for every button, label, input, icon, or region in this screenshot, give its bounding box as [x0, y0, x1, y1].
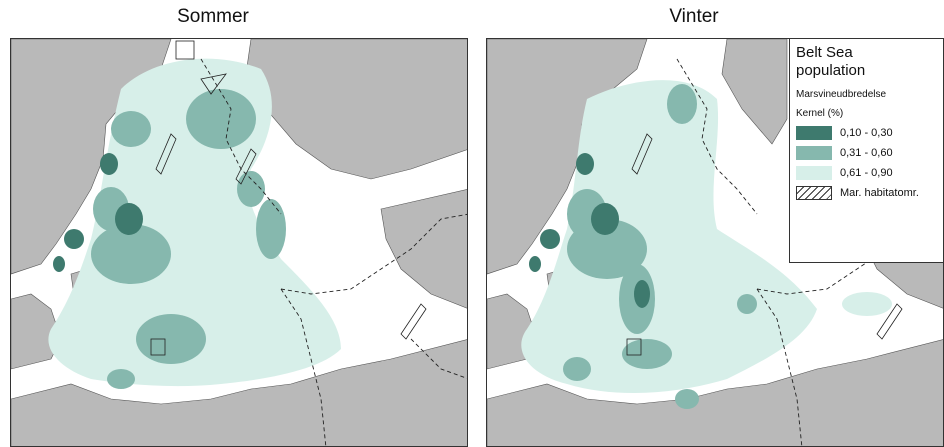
- legend-swatch-light: [796, 166, 832, 180]
- legend-label-dark: 0,10 - 0,30: [840, 127, 893, 139]
- density-light-winter: [521, 80, 892, 394]
- legend: Belt Sea population Marsvineudbredelse K…: [789, 38, 944, 263]
- legend-item-habitat: Mar. habitatomr.: [796, 186, 937, 200]
- winter-title: Vinter: [669, 6, 719, 27]
- habitat-areas-winter: [626, 133, 903, 356]
- summer-map-svg: [11, 39, 467, 446]
- legend-item-dark: 0,10 - 0,30: [796, 126, 937, 140]
- density-dark-summer: [53, 153, 143, 272]
- legend-swatch-mid: [796, 146, 832, 160]
- legend-label-habitat: Mar. habitatomr.: [840, 187, 919, 199]
- legend-label-mid: 0,31 - 0,60: [840, 147, 893, 159]
- legend-swatch-habitat: [796, 186, 832, 200]
- density-mid-winter: [563, 84, 757, 409]
- summer-map: [10, 38, 468, 447]
- legend-swatch-dark: [796, 126, 832, 140]
- summer-title: Sommer: [177, 6, 249, 27]
- habitat-areas-summer: [150, 40, 427, 356]
- legend-subtitle-1: Marsvineudbredelse: [796, 89, 887, 100]
- legend-label-light: 0,61 - 0,90: [840, 167, 893, 179]
- legend-item-light: 0,61 - 0,90: [796, 166, 937, 180]
- legend-subtitle-2: Kernel (%): [796, 108, 844, 119]
- legend-item-mid: 0,31 - 0,60: [796, 146, 937, 160]
- density-dark-winter: [529, 153, 650, 308]
- borders-summer: [200, 58, 467, 446]
- legend-title: Belt Sea population: [796, 44, 866, 79]
